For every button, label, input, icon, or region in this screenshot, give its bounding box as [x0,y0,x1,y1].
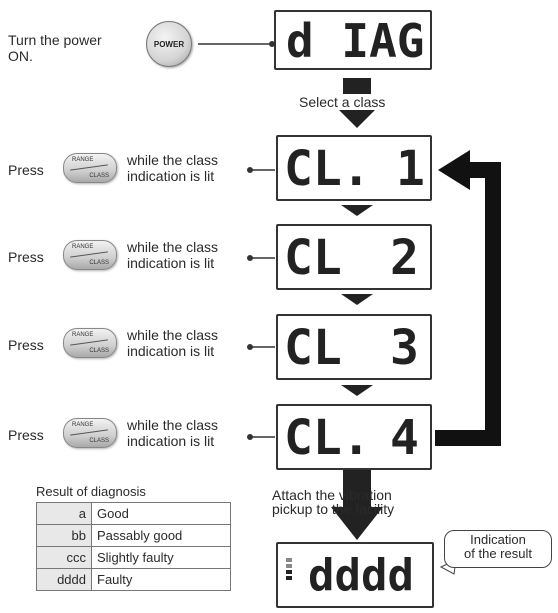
result-callout-line1: Indication [470,532,526,547]
class-note: while the class indication is lit [127,327,218,359]
class-display-left: CL [284,230,342,286]
result-callout-line2: of the result [464,546,532,561]
press-label: Press [8,249,44,265]
power-instruction: Turn the power ON. [8,32,102,64]
slash-divider [70,339,108,346]
class-label: CLASS [89,173,109,179]
result-table: a Good bb Passably good ccc Slightly fau… [36,502,231,591]
result-code: bb [36,524,92,547]
result-meaning: Slightly faulty [91,546,231,569]
result-code: ccc [36,546,92,569]
class-note-line1: while the class [127,152,219,168]
result-meaning: Faulty [91,568,231,591]
range-class-button[interactable]: RANGE CLASS [63,153,117,183]
diag-display: d IAG [274,10,432,70]
down-arrow-icon [341,205,373,216]
select-class-label: Select a class [297,94,388,110]
result-display: dddd [276,542,434,608]
result-code: dddd [36,568,92,591]
class-note-line1: while the class [127,417,219,433]
range-class-button[interactable]: RANGE CLASS [63,418,117,448]
result-table-title: Result of diagnosis [36,484,146,499]
class-note-line2: indication is lit [127,433,215,449]
class-display: CL 3 [276,314,432,380]
class-note-line2: indication is lit [127,168,215,184]
attach-line2: pickup to the facility [272,501,395,517]
table-row: bb Passably good [36,524,231,547]
class-display: CL. 1 [276,135,432,201]
down-arrow-icon [331,468,383,540]
class-note-line1: while the class [127,239,219,255]
result-meaning: Good [91,502,231,525]
power-instruction-line1: Turn the power [8,32,102,48]
range-label: RANGE [72,157,94,163]
power-button[interactable]: POWER [146,21,192,67]
range-label: RANGE [72,332,94,338]
result-meaning: Passably good [91,524,231,547]
class-display: CL. 4 [276,404,432,470]
slash-divider [70,164,108,171]
class-display-left: CL. [284,141,371,197]
class-note-line2: indication is lit [127,255,215,271]
class-note: while the class indication is lit [127,152,218,184]
class-note-line2: indication is lit [127,343,215,359]
class-display-right: 4 [390,410,419,466]
class-note: while the class indication is lit [127,239,218,271]
table-row: a Good [36,502,231,525]
press-label: Press [8,427,44,443]
class-note-line1: while the class [127,327,219,343]
range-class-button[interactable]: RANGE CLASS [63,328,117,358]
class-display-right: 1 [396,141,425,197]
power-button-label: POWER [153,39,185,49]
class-display-right: 3 [390,320,419,376]
down-arrow-icon [341,294,373,305]
class-label: CLASS [89,438,109,444]
table-row: ccc Slightly faulty [36,546,231,569]
power-instruction-line2: ON. [8,48,33,64]
loop-back-arrow-icon [435,150,501,446]
slash-divider [70,251,108,258]
result-code: a [36,502,92,525]
table-row: dddd Faulty [36,568,231,591]
attach-instruction: Attach the vibration pickup to the facil… [272,488,394,516]
range-label: RANGE [72,422,94,428]
range-label: RANGE [72,244,94,250]
class-label: CLASS [89,348,109,354]
slash-divider [70,429,108,436]
down-arrow-icon [341,385,373,396]
result-display-text: dddd [308,550,414,601]
attach-line1: Attach the vibration [272,487,392,503]
range-class-button[interactable]: RANGE CLASS [63,240,117,270]
level-indicator-icon [286,558,292,584]
class-display-left: CL. [284,410,371,466]
class-label: CLASS [89,260,109,266]
diag-display-text: d IAG [286,14,425,68]
class-note: while the class indication is lit [127,417,218,449]
class-display: CL 2 [276,224,432,290]
class-display-right: 2 [390,230,419,286]
press-label: Press [8,337,44,353]
result-callout: Indication of the result [444,530,552,568]
class-display-left: CL [284,320,342,376]
press-label: Press [8,162,44,178]
